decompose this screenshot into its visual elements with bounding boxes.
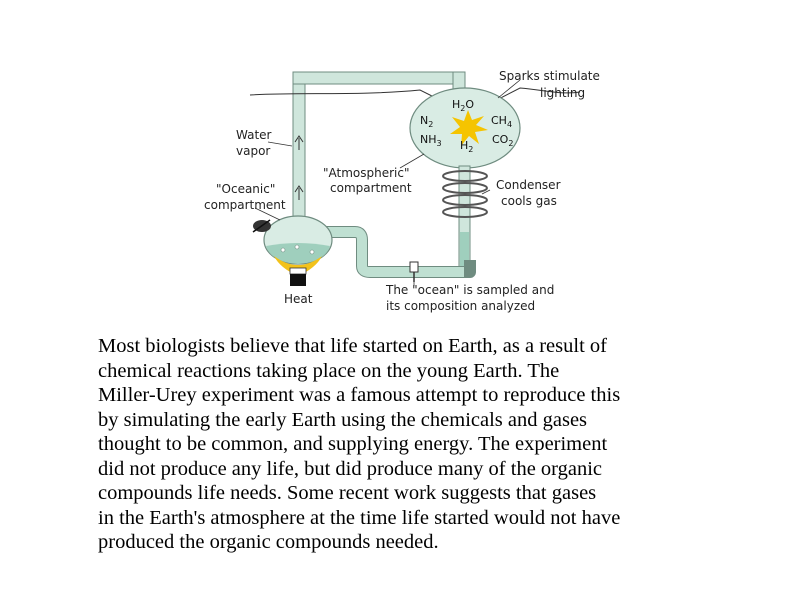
- label-condenser-line1: Condenser: [496, 178, 561, 192]
- label-oceanic-line1: "Oceanic": [216, 182, 275, 196]
- label-atmospheric-line1: "Atmospheric": [323, 166, 410, 180]
- label-water-vapor-line1: Water: [236, 128, 272, 142]
- paragraph-line: Most biologists believe that life starte…: [98, 335, 607, 357]
- label-ocean-sampled-line1: The "ocean" is sampled and: [385, 283, 554, 297]
- heater-base: [290, 274, 306, 286]
- spark-icon: [450, 110, 488, 146]
- chem-h2: H2: [460, 139, 473, 154]
- paragraph-line: thought to be common, and supplying ener…: [98, 433, 608, 455]
- paragraph-line: Miller-Urey experiment was a famous atte…: [98, 384, 621, 406]
- label-oceanic-line2: compartment: [204, 198, 286, 212]
- label-condenser-line2: cools gas: [501, 194, 557, 208]
- ocean-liquid-right: [460, 232, 469, 272]
- leader-atmospheric: [399, 153, 425, 169]
- leader-water-vapor: [267, 141, 293, 147]
- label-sparks-line2: lighting: [540, 86, 585, 100]
- flame-icon: [274, 256, 322, 276]
- chem-n2: N2: [420, 114, 433, 129]
- leader-sparks: [497, 79, 521, 99]
- up-arrow: [294, 185, 304, 200]
- miller-urey-diagram: H2O N2 CH4 NH3 H2 CO2 Sparks stimulate: [204, 69, 600, 313]
- paragraph-line: in the Earth's atmosphere at the time li…: [98, 506, 621, 529]
- top-tube: [292, 71, 466, 85]
- sampling-stopcock: [409, 261, 419, 282]
- label-water-vapor-line2: vapor: [236, 144, 270, 158]
- chem-h2o: H2O: [452, 98, 474, 113]
- paragraph-line: produced the organic compounds needed.: [98, 531, 439, 553]
- label-heat: Heat: [284, 292, 313, 306]
- label-ocean-sampled-line2: its composition analyzed: [386, 299, 535, 313]
- chem-nh3: NH3: [420, 133, 442, 148]
- label-atmospheric-line2: compartment: [330, 181, 412, 195]
- heater-cap: [289, 267, 307, 275]
- electrode-wire-right: [484, 87, 581, 107]
- condenser-coil: [442, 170, 488, 218]
- electrode-wire-left: [249, 89, 453, 107]
- paragraph-line: did not produce any life, but did produc…: [98, 457, 603, 480]
- label-sparks-line1: Sparks stimulate: [499, 69, 600, 83]
- paragraph-line: compounds life needs. Some recent work s…: [98, 482, 597, 504]
- leader-oceanic: [254, 207, 281, 221]
- up-arrow: [294, 135, 304, 150]
- paragraph-line: chemical reactions taking place on the y…: [98, 359, 560, 382]
- description-paragraph: Most biologists believe that life starte…: [98, 334, 738, 555]
- chem-ch4: CH4: [491, 114, 512, 129]
- leader-condenser: [481, 189, 491, 195]
- paragraph-line: by simulating the early Earth using the …: [98, 408, 588, 431]
- boiling-bubbles: [280, 244, 315, 255]
- bottom-u-tube: [320, 226, 476, 278]
- chem-co2: CO2: [492, 133, 513, 148]
